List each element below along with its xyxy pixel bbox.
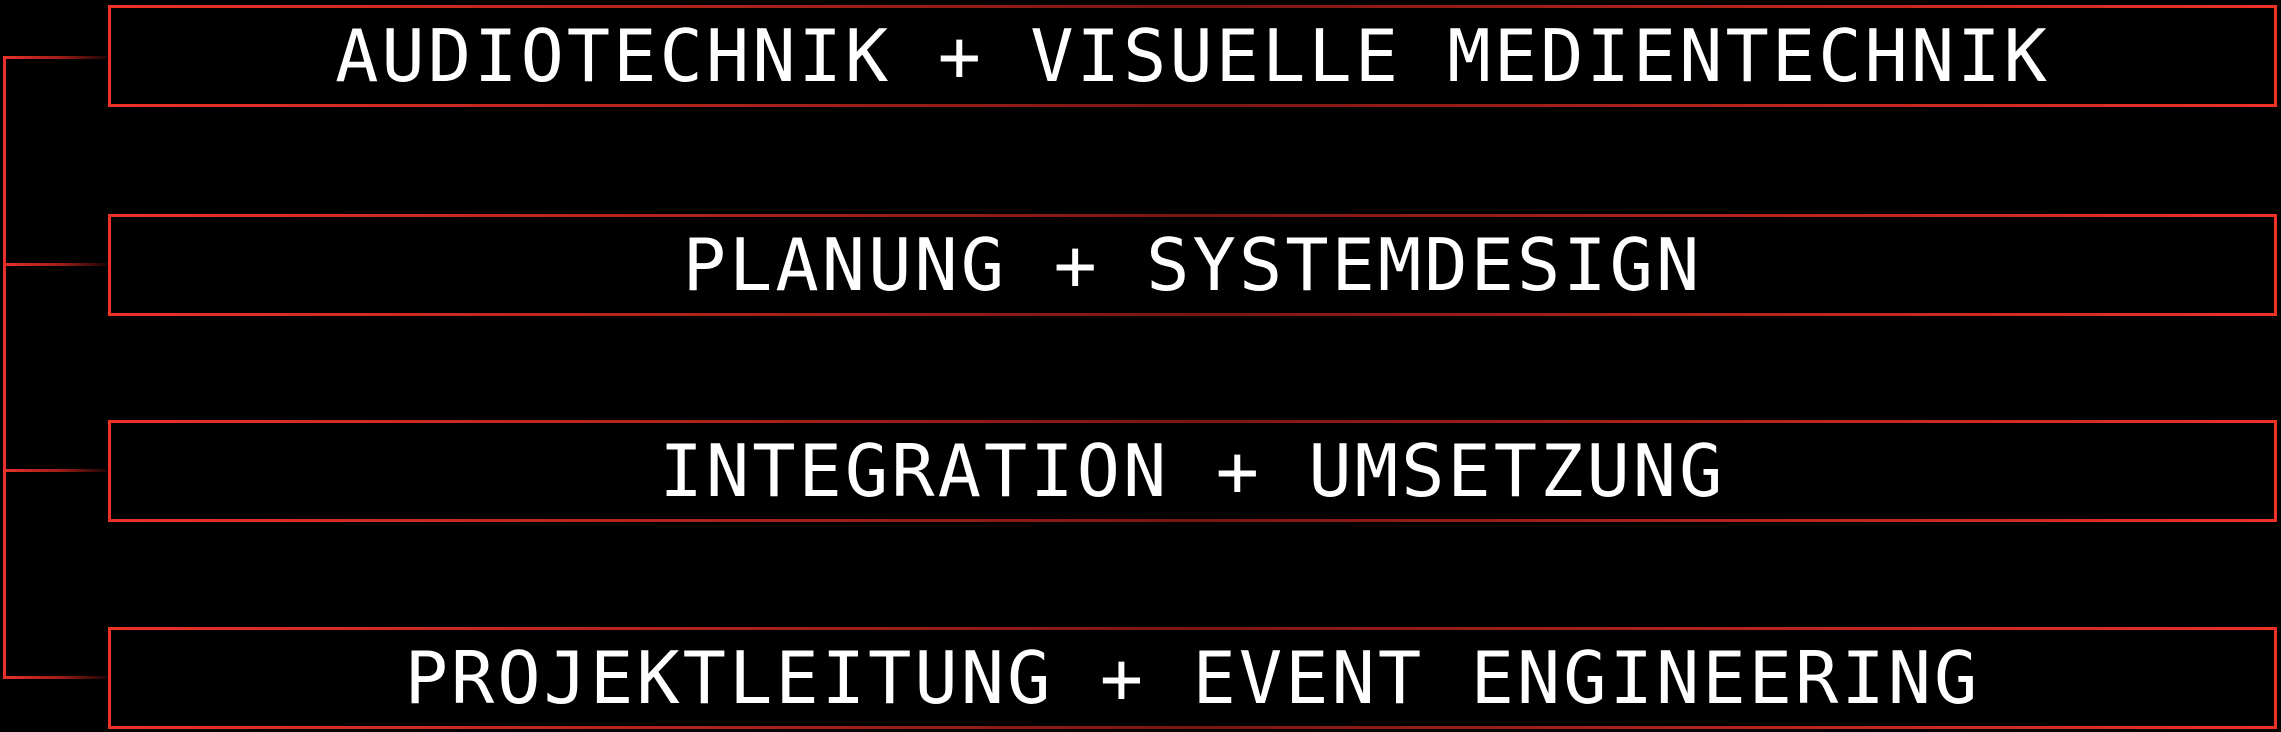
service-box-planning: PLANUNG + SYSTEMDESIGN <box>108 214 2277 316</box>
connector-branch <box>3 469 107 472</box>
connector-spine <box>3 56 6 679</box>
service-label: INTEGRATION + UMSETZUNG <box>659 429 1726 513</box>
service-label: PROJEKTLEITUNG + EVENT ENGINEERING <box>404 636 1981 720</box>
connector-branch <box>3 676 107 679</box>
connector-branch <box>3 263 107 266</box>
service-label: AUDIOTECHNIK + VISUELLE MEDIENTECHNIK <box>335 14 2050 98</box>
service-label: PLANUNG + SYSTEMDESIGN <box>682 223 1703 307</box>
service-box-project-lead: PROJEKTLEITUNG + EVENT ENGINEERING <box>108 627 2277 729</box>
connector-branch <box>3 56 107 59</box>
service-box-integration: INTEGRATION + UMSETZUNG <box>108 420 2277 522</box>
service-box-audio-visual: AUDIOTECHNIK + VISUELLE MEDIENTECHNIK <box>108 5 2277 107</box>
